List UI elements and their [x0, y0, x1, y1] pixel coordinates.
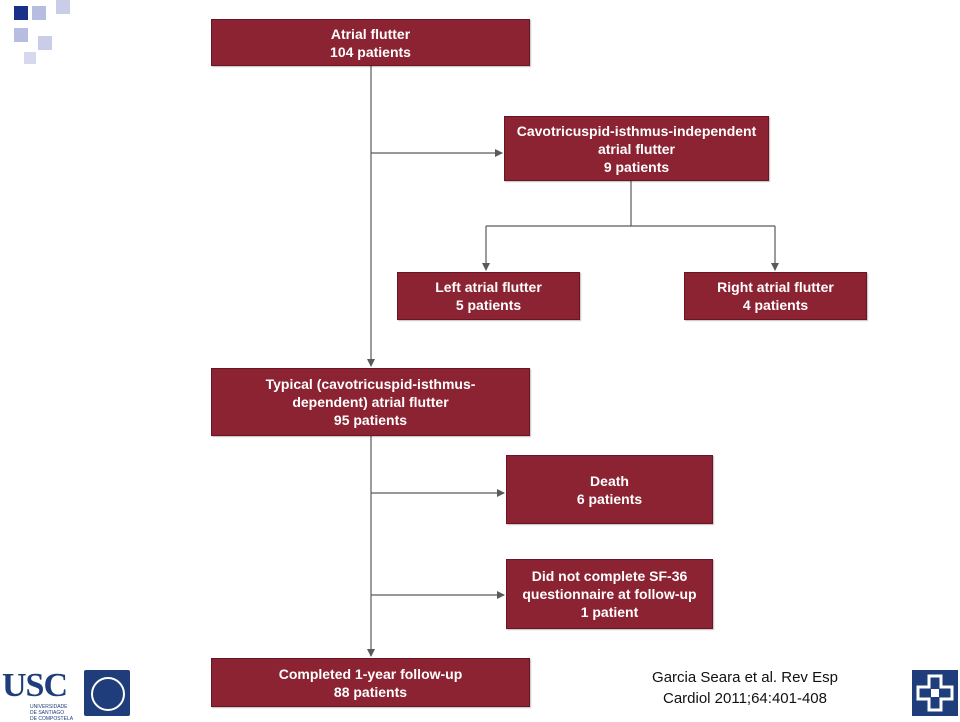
node-right-atrial-flutter: Right atrial flutter 4 patients: [684, 272, 867, 320]
node-line: 4 patients: [742, 297, 809, 313]
node-left-atrial-flutter: Left atrial flutter 5 patients: [397, 272, 580, 320]
node-line: Death: [590, 472, 629, 489]
node-line: Completed 1-year follow-up: [278, 665, 463, 682]
node-line: dependent) atrial flutter: [292, 394, 449, 410]
node-line: 1 patient: [580, 604, 639, 620]
node-line: Typical (cavotricuspid-isthmus-: [265, 376, 476, 392]
node-line: 95 patients: [333, 412, 408, 428]
node-line: Left atrial flutter: [435, 279, 542, 295]
node-no-sf36: Did not complete SF-36 questionnaire at …: [506, 559, 713, 629]
node-line: atrial flutter: [597, 140, 675, 157]
node-line: 104 patients: [330, 43, 411, 60]
node-line: 88 patients: [333, 683, 408, 700]
usc-logo: USC UNIVERSIDADE DE SANTIAGO DE COMPOSTE…: [0, 667, 140, 722]
citation-line: Cardiol 2011;64:401-408: [662, 690, 827, 707]
node-cti-independent: Cavotricuspid-isthmus-independent atrial…: [504, 116, 769, 181]
node-line: Right atrial flutter: [717, 279, 834, 295]
corner-square: [56, 0, 70, 14]
node-typical-atrial-flutter: Typical (cavotricuspid-isthmus- dependen…: [211, 368, 530, 436]
node-line: questionnaire at follow-up: [522, 586, 697, 602]
node-line: Atrial flutter: [330, 25, 411, 42]
node-completed-follow-up: Completed 1-year follow-up 88 patients: [211, 658, 530, 707]
usc-logo-subtitle-line: DE SANTIAGO: [30, 710, 65, 716]
usc-logo-subtitle-line: DE COMPOSTELA: [30, 716, 74, 722]
corner-square: [38, 36, 52, 50]
node-atrial-flutter: Atrial flutter 104 patients: [211, 19, 530, 66]
corner-square: [14, 28, 28, 42]
corner-square: [14, 6, 28, 20]
cross-logo-icon: [912, 670, 958, 716]
node-line: 6 patients: [576, 490, 643, 507]
university-seal-icon: [84, 670, 130, 716]
node-line: 5 patients: [455, 297, 522, 313]
usc-logo-text: USC: [2, 667, 68, 704]
node-line: Cavotricuspid-isthmus-independent: [516, 122, 757, 139]
corner-square: [32, 6, 46, 20]
citation: Garcia Seara et al. Rev Esp Cardiol 2011…: [600, 667, 890, 709]
node-death: Death 6 patients: [506, 455, 713, 524]
corner-square: [24, 52, 36, 64]
cross-logo-icon-shape: [916, 674, 954, 712]
node-line: 9 patients: [603, 158, 670, 175]
usc-logo-subtitle: UNIVERSIDADE DE SANTIAGO DE COMPOSTELA: [30, 704, 73, 722]
usc-logo-subtitle-line: UNIVERSIDADE: [30, 704, 68, 710]
node-line: Did not complete SF-36: [531, 568, 688, 584]
citation-line: Garcia Seara et al. Rev Esp: [652, 669, 838, 686]
